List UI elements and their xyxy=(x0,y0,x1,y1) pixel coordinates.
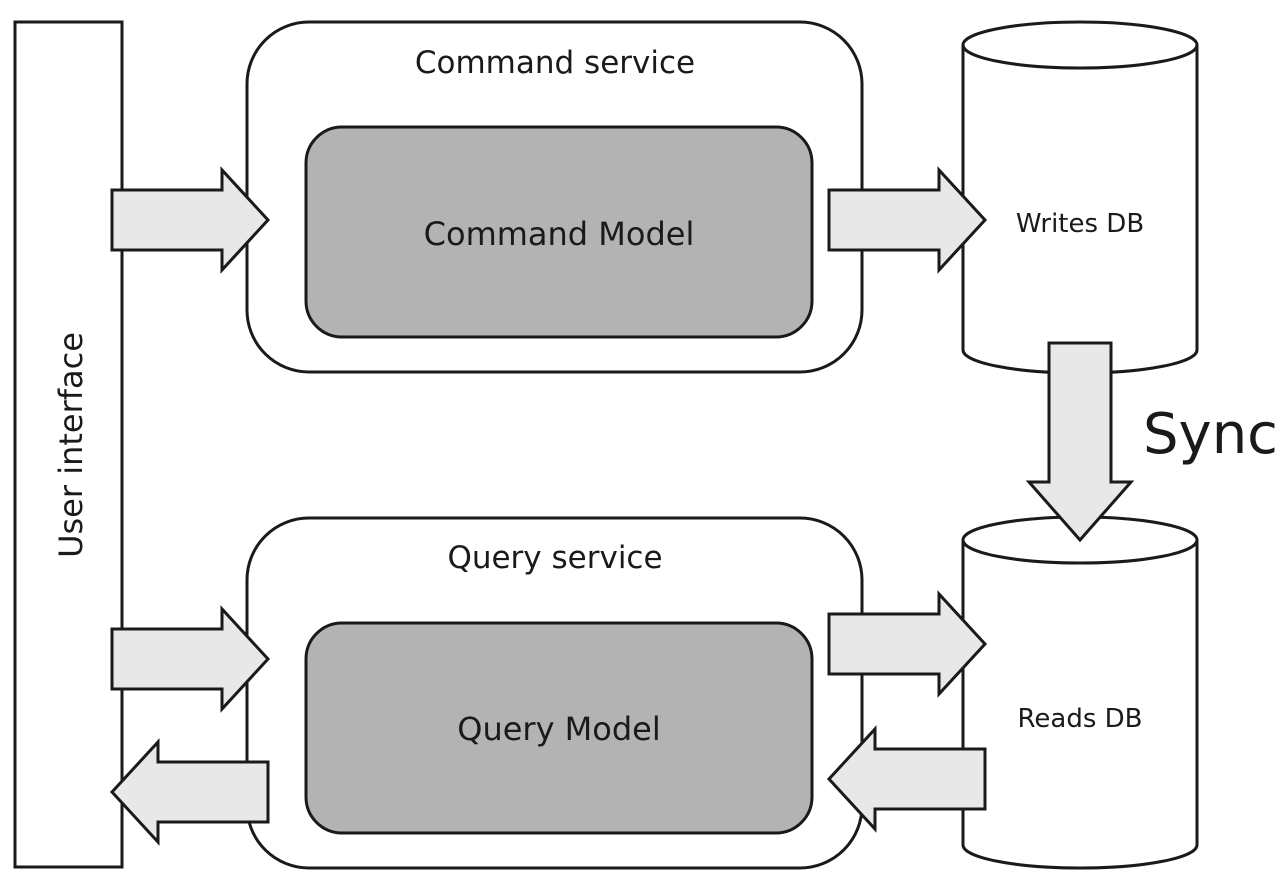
command-to-writes-db-arrow xyxy=(827,166,988,274)
ui-to-command-arrow xyxy=(110,166,271,274)
query-service-title: Query service xyxy=(447,540,662,576)
reads-db-to-query-arrow xyxy=(826,725,987,833)
command-model-label: Command Model xyxy=(424,215,695,253)
command-service-title: Command service xyxy=(415,45,695,81)
command-model-box xyxy=(304,125,814,339)
writes-db-top xyxy=(961,20,1199,70)
reads-db: Reads DB xyxy=(961,515,1199,870)
query-model-box xyxy=(304,621,814,835)
ui-to-query-arrow xyxy=(110,605,271,713)
arrows xyxy=(109,166,1135,846)
writes-db-label: Writes DB xyxy=(1016,209,1144,239)
query-to-ui-arrow xyxy=(109,738,270,846)
reads-db-label: Reads DB xyxy=(1018,704,1143,734)
reads-db-body xyxy=(961,540,1199,870)
query-service: Query service Query Model xyxy=(245,516,864,870)
writes-db: Writes DB xyxy=(961,20,1199,375)
sync-label: Sync xyxy=(1143,402,1278,467)
query-model-label: Query Model xyxy=(457,710,661,748)
user-interface: User interface xyxy=(13,20,124,869)
query-to-reads-db-arrow xyxy=(827,590,988,698)
user-interface-label: User interface xyxy=(52,332,90,558)
user-interface-box xyxy=(13,20,124,869)
command-service: Command service Command Model xyxy=(245,20,864,374)
sync-arrow xyxy=(1025,341,1135,543)
